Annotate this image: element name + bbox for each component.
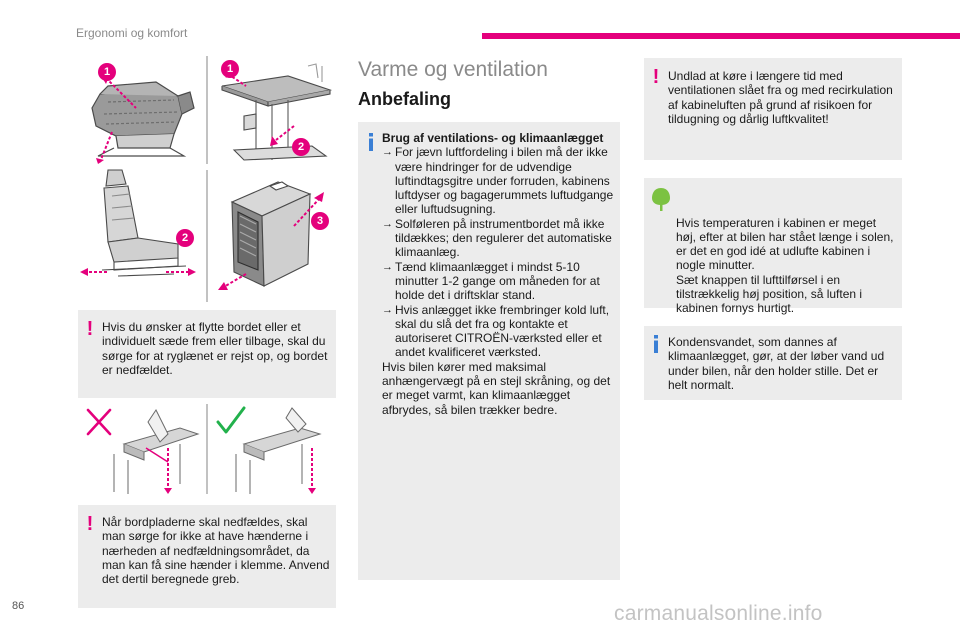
watermark: carmanualsonline.info <box>614 602 823 625</box>
bullet-item: Hvis anlægget ikke frembringer kold luft… <box>382 303 618 360</box>
page-number: 86 <box>12 600 25 612</box>
bullet-item: For jævn luftfordeling i bilen må der ik… <box>382 145 618 216</box>
info-icon <box>369 133 373 151</box>
cooling-box-illustration <box>218 181 324 290</box>
header-accent-bar <box>482 33 960 39</box>
bullet-item: Tænd klimaanlægget i mindst 5-10 minutte… <box>382 260 618 303</box>
warning-icon: ! <box>86 318 94 340</box>
folded-seat-illustration <box>91 74 195 164</box>
seat-move-warning: ! Hvis du ønsker at flytte bordet eller … <box>78 310 336 398</box>
bullet-item: Solføleren på instrumentbordet må ikke t… <box>382 217 618 260</box>
warning-icon: ! <box>652 66 660 88</box>
table-fold-wrong-illustration <box>86 408 200 494</box>
eco-tip-text: Hvis temperaturen i kabinen er meget høj… <box>676 215 894 316</box>
recirculation-warning: ! Undlad at køre i længere tid med venti… <box>644 58 902 160</box>
seat-move-warning-text: Hvis du ønsker at flytte bordet eller et… <box>102 320 328 377</box>
figure-marker-1b: 1 <box>221 60 239 78</box>
figure-divider <box>206 56 208 164</box>
condensation-info-text: Kondensvandet, som dannes af klimaanlægg… <box>668 335 885 392</box>
ventilation-heading: Brug af ventilations- og klimaanlægget <box>382 131 604 145</box>
figure-divider-2 <box>206 170 208 302</box>
towing-note: Hvis bilen kører med maksimal anhængervæ… <box>382 359 611 417</box>
section-subtitle: Anbefaling <box>358 89 451 109</box>
recirculation-warning-text: Undlad at køre i længere tid med ventila… <box>668 69 893 126</box>
eco-tip: Hvis temperaturen i kabinen er meget høj… <box>644 178 902 315</box>
table-fold-right-illustration <box>216 406 322 494</box>
figure-marker-3: 3 <box>311 212 329 230</box>
eco-leaf-icon <box>652 188 670 211</box>
figure-marker-2: 2 <box>292 138 310 156</box>
figure-marker-2b: 2 <box>176 229 194 247</box>
figure-divider-3 <box>206 404 208 494</box>
figure-marker-1: 1 <box>98 63 116 81</box>
info-icon <box>654 335 658 353</box>
table-fold-warning-text: Når bordpladerne skal nedfældes, skal ma… <box>102 515 330 587</box>
table-fold-warning: ! Når bordpladerne skal nedfældes, skal … <box>78 505 336 608</box>
condensation-info: Kondensvandet, som dannes af klimaanlægg… <box>644 326 902 400</box>
ventilation-recommendations: Brug af ventilations- og klimaanlægget F… <box>369 131 618 417</box>
section-title: Varme og ventilation <box>358 58 548 81</box>
section-header: Ergonomi og komfort <box>76 26 188 40</box>
warning-icon: ! <box>86 513 94 535</box>
seat-side-illustration <box>80 169 196 277</box>
